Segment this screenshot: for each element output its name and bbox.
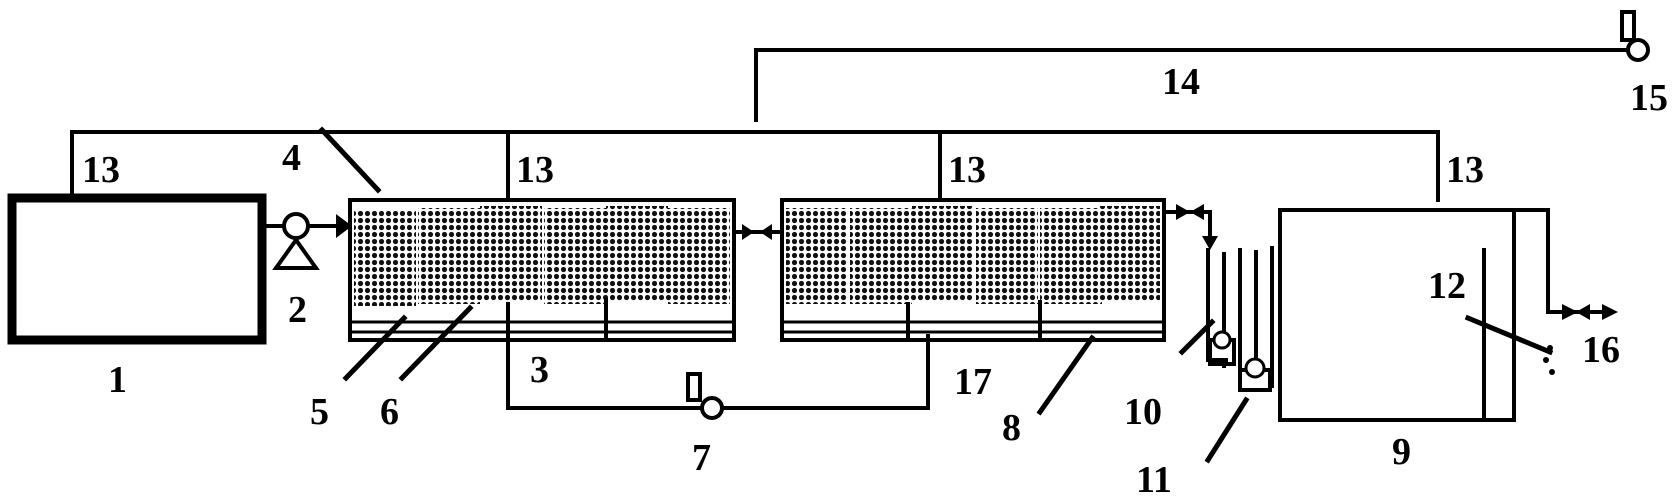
aeration-line [506, 334, 930, 420]
label-13-module-3: 13 [516, 149, 554, 191]
air-main-pipe [70, 48, 1632, 202]
label-12: 12 [1428, 265, 1466, 307]
label-3: 3 [530, 349, 549, 391]
label-13-tank-9: 13 [1446, 149, 1484, 191]
pump-2-icon [264, 212, 354, 270]
tank-9 [1278, 208, 1550, 422]
label-11: 11 [1136, 459, 1172, 496]
module-connection [732, 224, 784, 240]
reactor-module-17 [780, 198, 1166, 342]
label-9: 9 [1392, 431, 1411, 473]
label-17: 17 [954, 361, 992, 403]
leader-lines [318, 126, 1554, 464]
valve-icon [1162, 204, 1218, 250]
label-16: 16 [1582, 329, 1620, 371]
outlet-16 [1543, 304, 1618, 375]
reactor-module-3 [348, 198, 736, 342]
label-4: 4 [282, 137, 301, 179]
label-6: 6 [380, 391, 399, 433]
label-13-module-17: 13 [948, 149, 986, 191]
label-2: 2 [288, 289, 307, 331]
label-13-tank: 13 [82, 149, 120, 191]
label-10: 10 [1124, 391, 1162, 433]
label-14: 14 [1162, 61, 1200, 103]
baffle-sensors [1206, 246, 1310, 392]
label-15: 15 [1630, 77, 1668, 119]
label-7: 7 [692, 437, 711, 479]
label-5: 5 [310, 391, 329, 433]
label-8: 8 [1002, 407, 1021, 449]
tank-1 [7, 193, 267, 345]
blower-15-icon [1620, 10, 1650, 62]
label-1: 1 [108, 359, 127, 401]
